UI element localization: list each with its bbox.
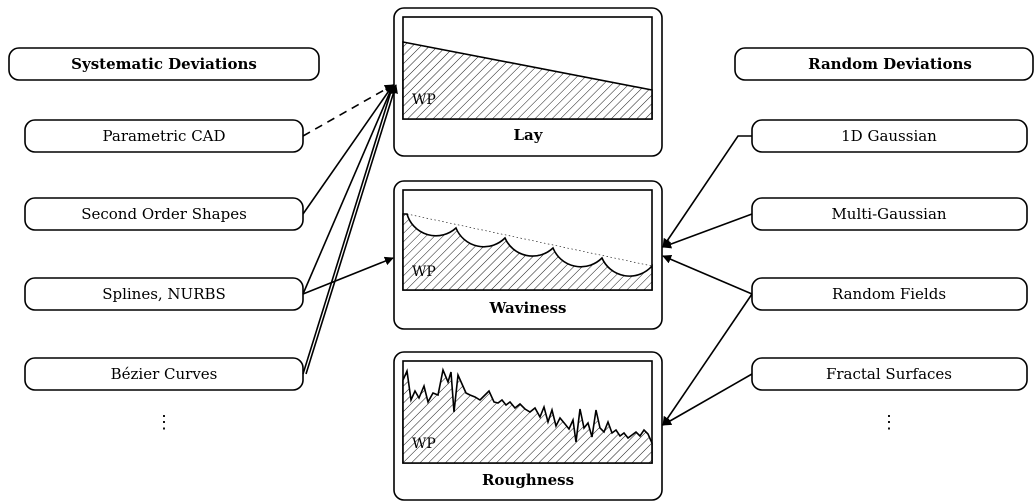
lay-wp-label: WP	[412, 92, 436, 108]
splines-to-lay-arrow	[302, 84, 394, 295]
second-order-to-lay-arrow	[302, 84, 394, 215]
bezier-curves-label: Bézier Curves	[111, 365, 218, 383]
fractal-to-roughness-arrow	[662, 373, 753, 426]
bezier-to-lay-arrow	[302, 84, 395, 375]
fractal-surfaces-label: Fractal Surfaces	[826, 365, 952, 383]
random-fields-label: Random Fields	[832, 285, 946, 303]
systematic-deviations-header	[8, 47, 320, 81]
random-deviations-header	[734, 47, 1034, 81]
roughness-panel: WP Roughness	[393, 351, 663, 501]
bezier-to-lay-arrow-2	[305, 84, 398, 375]
random-fields-to-roughness-arrow	[662, 293, 753, 426]
roughness-wp-label: WP	[412, 436, 436, 452]
lay-panel: WP Lay	[393, 7, 663, 157]
parametric-cad-to-lay-arrow	[302, 84, 394, 137]
roughness-surface-profile	[402, 367, 653, 464]
splines-nurbs-label: Splines, NURBS	[102, 285, 226, 303]
roughness-caption: Roughness	[482, 471, 574, 489]
random-deviations-title: Random Deviations	[808, 55, 972, 73]
second-order-shapes-label: Second Order Shapes	[81, 205, 247, 223]
waviness-wp-label: WP	[412, 264, 436, 280]
arrows	[302, 84, 753, 426]
lay-surface-profile	[402, 41, 653, 120]
waviness-caption: Waviness	[488, 299, 566, 317]
multi-gaussian-to-waviness-arrow	[662, 213, 753, 249]
right-continuation-dots: ⋮	[880, 412, 898, 433]
waviness-mean-line	[406, 213, 653, 267]
lay-caption: Lay	[514, 126, 544, 144]
splines-to-waviness-arrow	[302, 256, 394, 295]
systematic-deviations-title: Systematic Deviations	[71, 55, 257, 73]
left-continuation-dots: ⋮	[155, 412, 173, 433]
parametric-cad-label: Parametric CAD	[102, 127, 225, 145]
right-column: Random Deviations 1D Gaussian Multi-Gaus…	[734, 47, 1034, 433]
waviness-surface-profile	[402, 213, 653, 291]
left-column: Systematic Deviations Parametric CAD Sec…	[8, 47, 320, 433]
waviness-panel: WP Waviness	[393, 180, 663, 330]
multi-gaussian-label: Multi-Gaussian	[831, 205, 946, 223]
1d-gaussian-to-waviness-arrow	[662, 135, 752, 248]
1d-gaussian-label: 1D Gaussian	[841, 127, 937, 145]
random-fields-to-waviness-arrow	[662, 255, 753, 295]
